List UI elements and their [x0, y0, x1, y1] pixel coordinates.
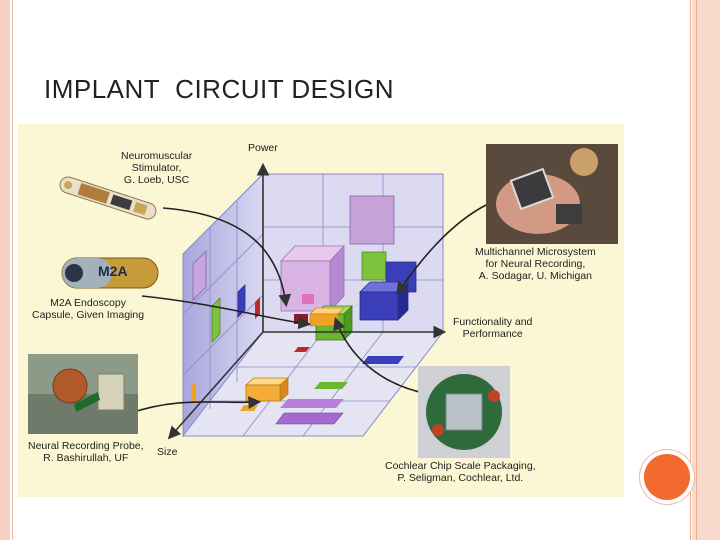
pointer-cochlear — [333, 316, 429, 395]
neuromuscular-stimulator-image — [59, 176, 157, 220]
diagram-graphics — [28, 144, 618, 458]
left-border-stripe — [0, 0, 10, 540]
callout-neural-probe: Neural Recording Probe, R. Bashirullah, … — [28, 440, 144, 464]
left-wall-projection-blue — [237, 284, 246, 318]
back-wall-projection-green — [361, 251, 387, 281]
back-wall-projection-purple — [349, 195, 395, 245]
floor-projection-green — [314, 382, 348, 389]
callout-neuromuscular: Neuromuscular Stimulator, G. Loeb, USC — [121, 150, 193, 186]
left-wall-projection-red — [255, 297, 260, 319]
m2a-capsule-image — [61, 257, 159, 289]
floor-projection-blue — [362, 356, 404, 364]
size-axis — [167, 331, 264, 440]
left-wall-projection-purple — [192, 250, 207, 301]
cube-orange-large — [244, 377, 290, 402]
callout-m2a: M2A Endoscopy Capsule, Given Imaging — [32, 297, 145, 321]
axis-label-power: Power — [248, 142, 278, 154]
slide-title: IMPLANT CIRCUIT DESIGN — [44, 74, 395, 104]
implant-design-diagram: Power Functionality and Performance Size… — [18, 124, 624, 497]
pointer-neuromuscular — [162, 207, 292, 308]
callout-cochlear: Cochlear Chip Scale Packaging, P. Seligm… — [385, 460, 536, 484]
multichannel-microsystem-image — [486, 144, 618, 244]
pointer-microsystem — [396, 203, 489, 295]
axis-label-functionality: Functionality and Performance — [453, 316, 533, 340]
pointer-m2a — [141, 295, 312, 330]
left-wall-projection-orange — [191, 381, 196, 405]
cochlear-package-image — [418, 366, 510, 458]
floor-projection-purple-2 — [280, 399, 344, 408]
left-wall-projection-green — [211, 297, 221, 343]
floor-projection-purple — [275, 412, 344, 425]
right-border-line — [690, 0, 691, 540]
axis-label-size: Size — [157, 446, 178, 458]
neural-recording-probe-image — [28, 354, 138, 434]
decorative-orange-circle — [640, 450, 694, 504]
pointer-neural-probe — [127, 396, 262, 415]
m2a-logo: M2A — [98, 263, 128, 279]
left-wall-grid — [182, 200, 264, 409]
left-border-line — [12, 0, 13, 540]
right-border-line — [696, 0, 697, 540]
cube-pink-small — [302, 294, 314, 304]
floor-projection-red — [294, 347, 310, 352]
callout-microsystem: Multichannel Microsystem for Neural Reco… — [475, 246, 596, 282]
